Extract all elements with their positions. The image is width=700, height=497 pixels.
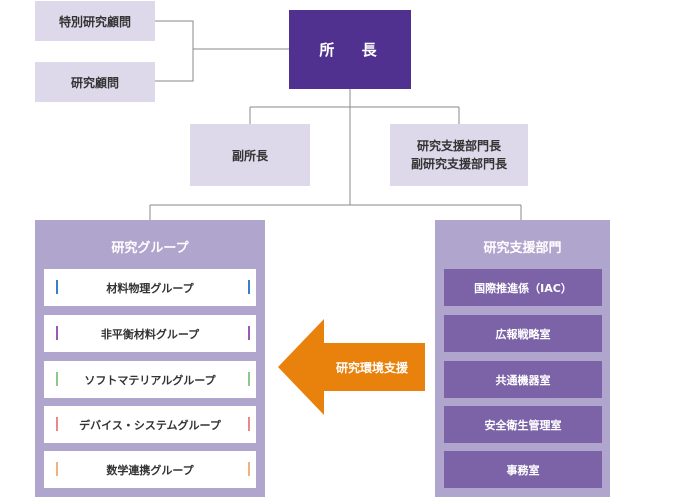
support-division-item[interactable]: 国際推進係（IAC） <box>444 269 602 306</box>
research-group-label: ソフトマテリアルグループ <box>84 373 216 387</box>
research-group-item[interactable]: 数学連携グループ <box>44 451 256 488</box>
research-group-label: 非平衡材料グループ <box>100 327 200 341</box>
group-marker-right <box>248 462 250 476</box>
group-marker-left <box>56 417 58 431</box>
group-marker-right <box>248 326 250 340</box>
group-marker-left <box>56 280 58 294</box>
support-division-item[interactable]: 安全衛生管理室 <box>444 406 602 443</box>
director-label: 所 長 <box>319 41 381 59</box>
research-groups-panel: 研究グループ 材料物理グループ 非平衡材料グループ ソフトマテリアルグループ デ… <box>35 220 265 497</box>
group-marker-right <box>248 417 250 431</box>
group-marker-left <box>56 326 58 340</box>
deputy-director-label: 副所長 <box>231 148 268 163</box>
group-marker-right <box>248 372 250 386</box>
special-advisor-label: 特別研究顧問 <box>58 14 131 29</box>
research-groups-title: 研究グループ <box>111 241 189 256</box>
support-division-item[interactable]: 共通機器室 <box>444 361 602 398</box>
support-division-item[interactable]: 広報戦略室 <box>444 315 602 352</box>
research-group-label: 数学連携グループ <box>106 463 194 477</box>
support-arrow-label: 研究環境支援 <box>335 361 408 375</box>
support-division-item[interactable]: 事務室 <box>444 451 602 488</box>
research-group-item[interactable]: 非平衡材料グループ <box>44 315 256 352</box>
research-group-label: デバイス・システムグループ <box>79 418 221 432</box>
deputy-director-box: 副所長 <box>190 124 310 186</box>
special-advisor-box: 特別研究顧問 <box>35 1 155 41</box>
support-leaders-box: 研究支援部門長 副研究支援部門長 <box>390 124 528 186</box>
advisor-label: 研究顧問 <box>70 75 119 90</box>
support-division-title: 研究支援部門 <box>483 241 562 256</box>
support-arrow <box>278 319 425 415</box>
advisor-box: 研究顧問 <box>35 62 155 102</box>
support-division-panel: 研究支援部門 国際推進係（IAC） 広報戦略室 共通機器室 安全衛生管理室 事務… <box>435 220 610 497</box>
director-box: 所 長 <box>289 10 411 89</box>
research-group-label: 材料物理グループ <box>106 281 194 295</box>
research-group-item[interactable]: デバイス・システムグループ <box>44 406 256 443</box>
support-division-head-label: 研究支援部門長 <box>416 139 501 153</box>
group-marker-left <box>56 462 58 476</box>
group-marker-left <box>56 372 58 386</box>
advisor-connector <box>155 20 194 82</box>
deputy-support-division-head-label: 副研究支援部門長 <box>410 157 507 171</box>
group-marker-right <box>248 280 250 294</box>
research-group-item[interactable]: 材料物理グループ <box>44 269 256 306</box>
research-group-item[interactable]: ソフトマテリアルグループ <box>44 361 256 398</box>
